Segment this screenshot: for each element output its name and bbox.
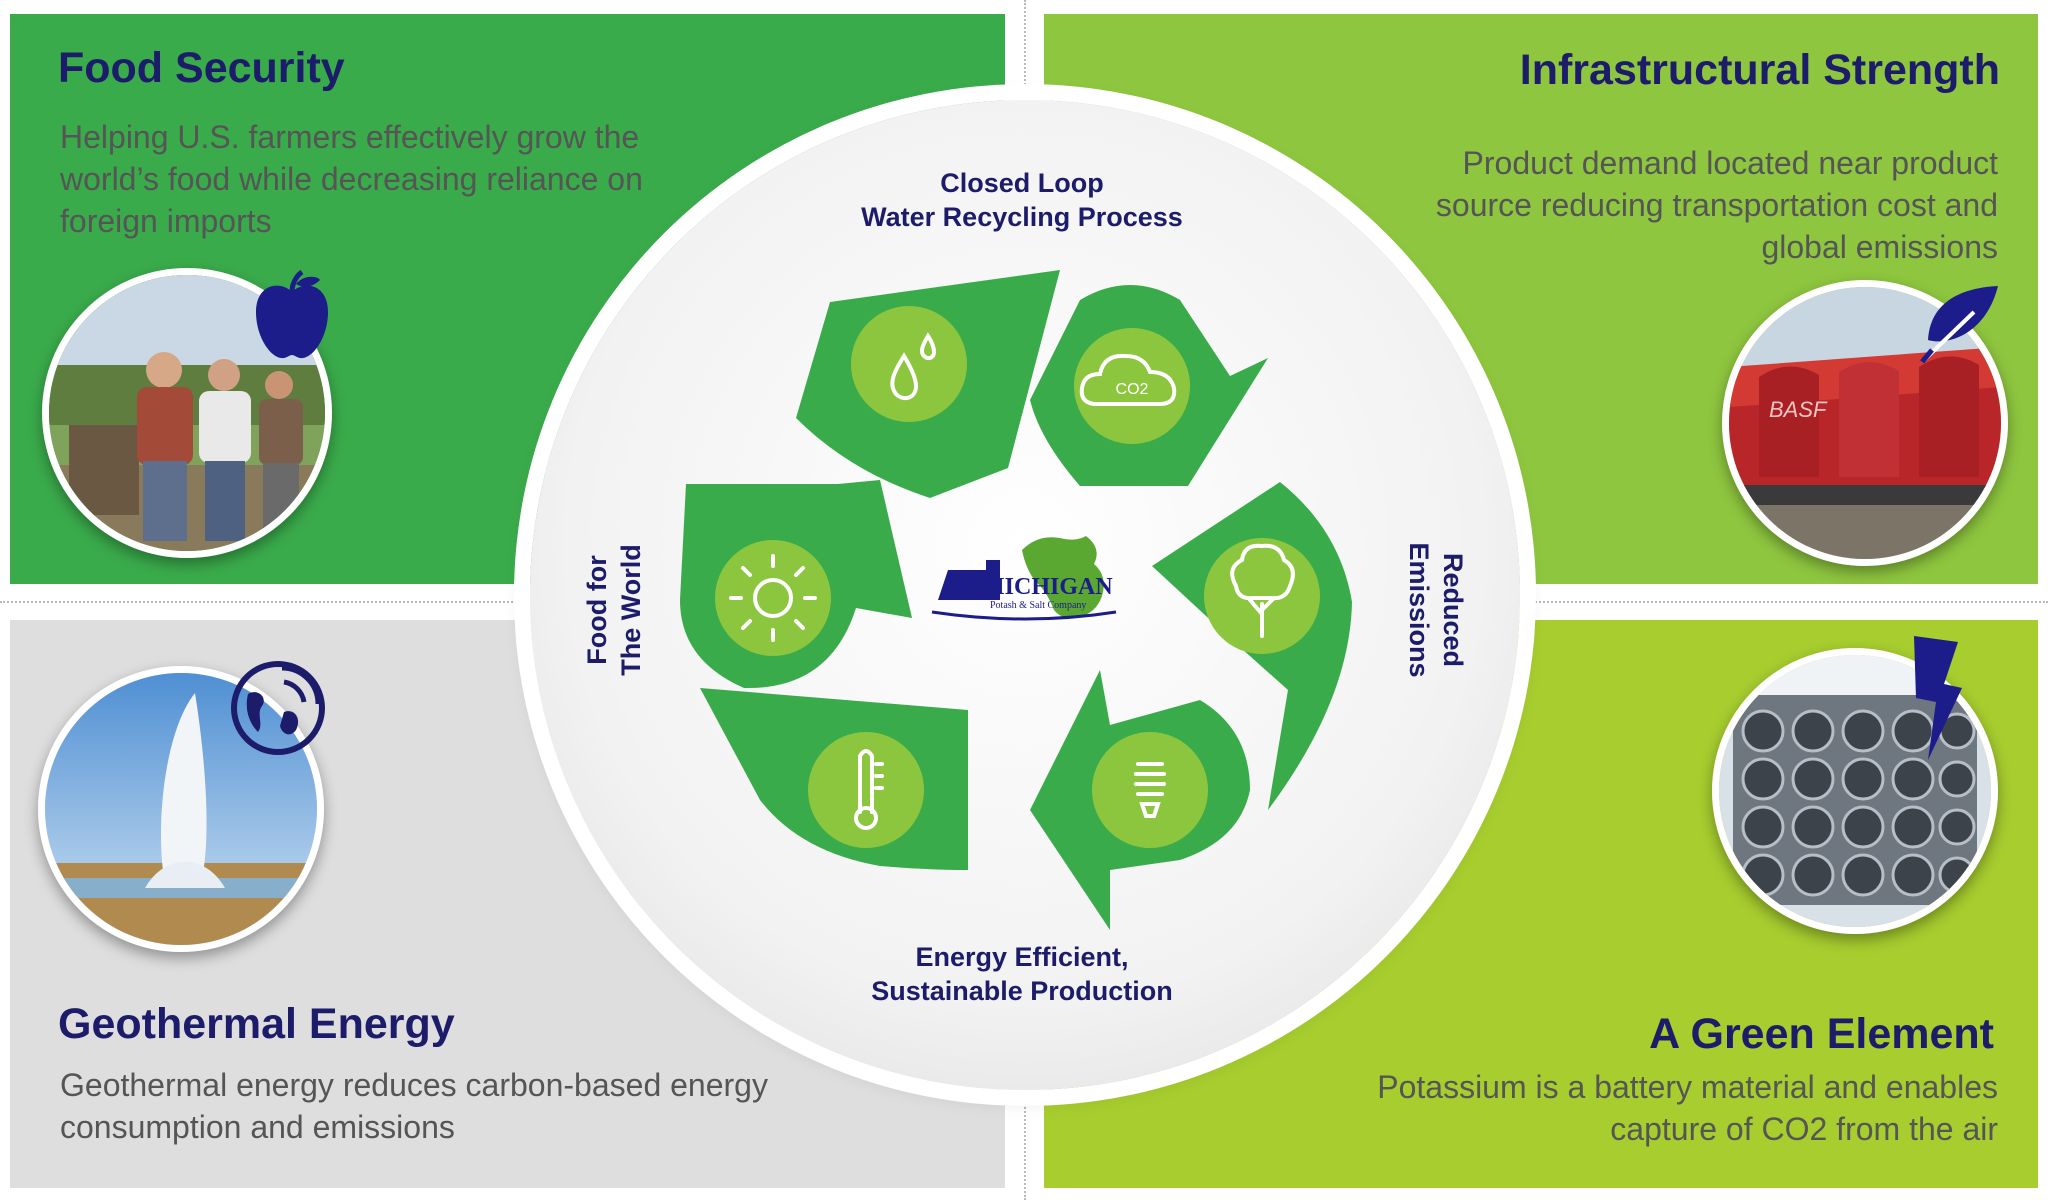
left-cycle-label-line1: Food for (582, 555, 612, 665)
michigan-potash-logo: MICHIGAN Potash & Salt Company (926, 530, 1122, 624)
green-element-description: Potassium is a battery material and enab… (1377, 1069, 1998, 1147)
right-cycle-label-line1: Reduced (1438, 552, 1468, 668)
food-security-title: Food Security (58, 44, 345, 92)
svg-text:BASF: BASF (1769, 397, 1828, 422)
apple-icon (252, 269, 332, 367)
geothermal-energy-description: Geothermal energy reduces carbon-based e… (60, 1067, 768, 1145)
logo-subtitle: Potash & Salt Company (990, 600, 1087, 611)
top-cycle-label-line1: Closed Loop (940, 168, 1104, 198)
bottom-cycle-label-line1: Energy Efficient, (915, 942, 1129, 972)
food-security-description: Helping U.S. farmers effectively grow th… (60, 119, 643, 239)
water-drops-icon (890, 352, 919, 401)
infrastructural-strength-description: Product demand located near product sour… (1435, 145, 1998, 265)
globe-signal-icon (228, 658, 328, 763)
top-cycle-label: Closed Loop Water Recycling Process (852, 166, 1192, 234)
bottom-cycle-label: Energy Efficient, Sustainable Production (862, 940, 1182, 1008)
top-cycle-label-line2: Water Recycling Process (861, 202, 1183, 232)
green-element-title: A Green Element (1649, 1010, 1994, 1058)
geyser-photo (38, 666, 324, 952)
logo-name: MICHIGAN (982, 574, 1113, 600)
geothermal-energy-title: Geothermal Energy (58, 1000, 455, 1048)
left-cycle-label: Food for The World (580, 510, 660, 710)
bottom-cycle-label-line2: Sustainable Production (871, 976, 1173, 1006)
lightning-icon (1906, 636, 1964, 767)
thermometer-icon (858, 749, 874, 814)
right-cycle-label: Reduced Emissions (1390, 510, 1470, 710)
sun-icon (753, 578, 793, 618)
light-bulb-icon (1134, 762, 1166, 818)
left-cycle-label-line2: The World (616, 544, 646, 676)
co2-text: CO2 (1116, 381, 1149, 398)
right-cycle-label-line2: Emissions (1404, 542, 1434, 678)
leaf-icon (1918, 284, 2004, 369)
infrastructural-strength-title: Infrastructural Strength (1519, 46, 2000, 94)
co2-cloud-icon (1079, 353, 1177, 406)
